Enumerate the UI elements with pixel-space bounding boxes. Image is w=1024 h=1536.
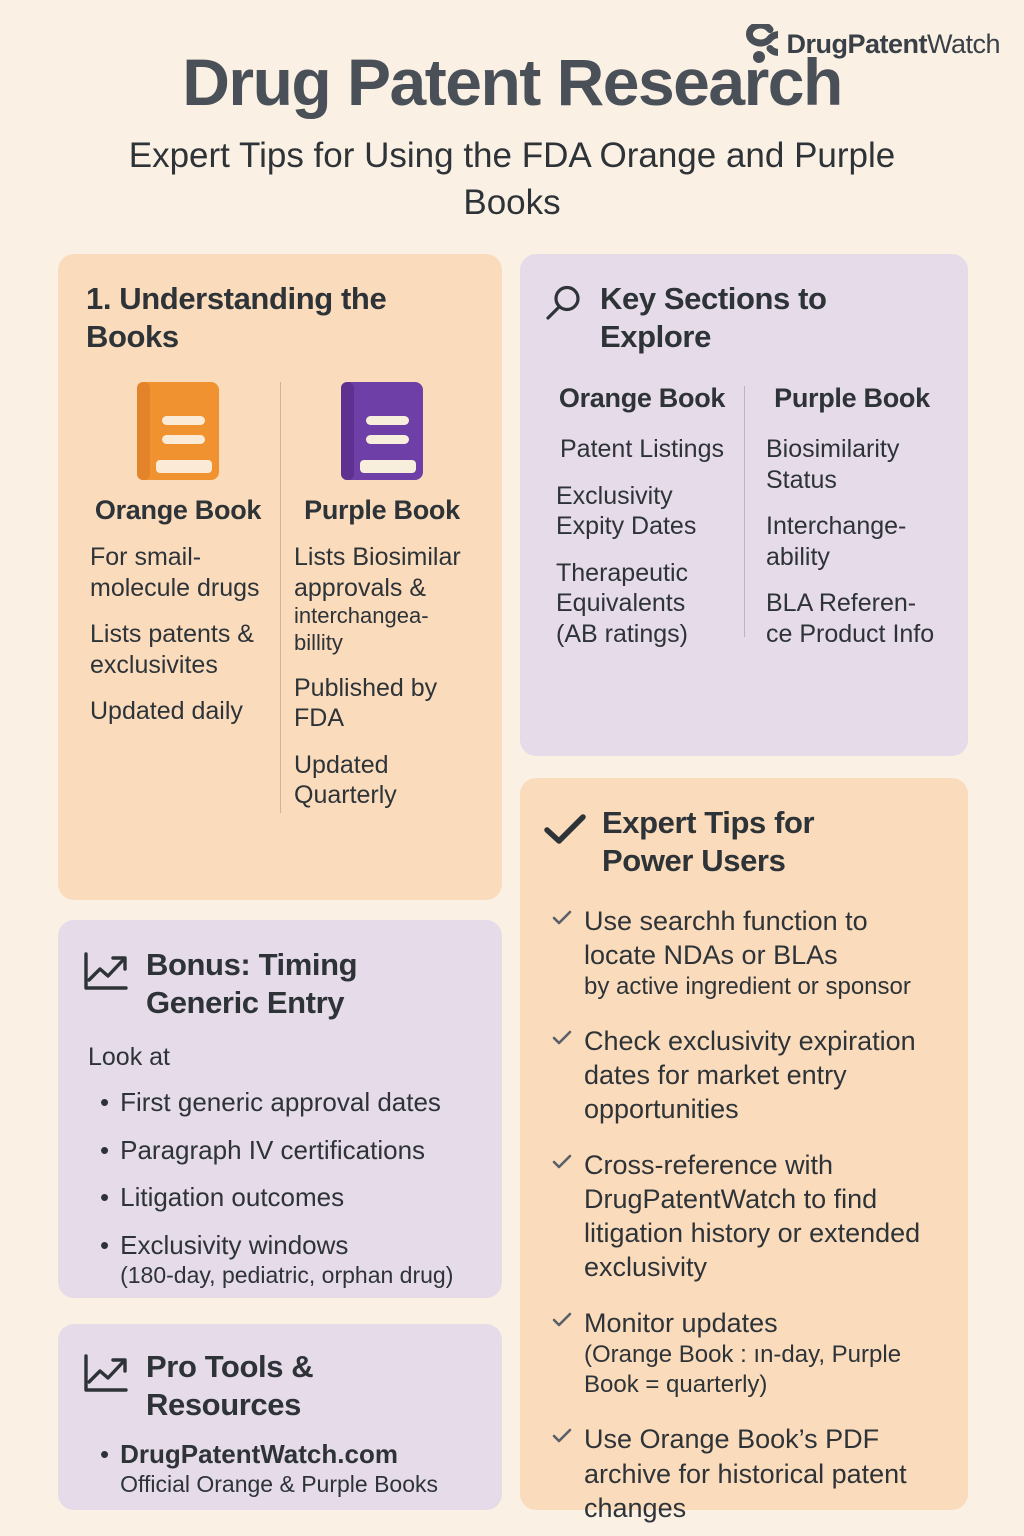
drugpatentwatch-logo-icon: [746, 24, 779, 63]
orange-book-fact: For smail-molecule drugs: [90, 543, 260, 602]
list-item-label: Litigation outcomes: [120, 1182, 345, 1213]
list-item-label: Monitor updates (Orange Book : ın-day, P…: [584, 1306, 946, 1400]
bullet-icon: •: [100, 1182, 110, 1213]
books-comparison: Orange Book For smail-molecule drugs Lis…: [76, 380, 484, 827]
orange-book-section: Therapeutic Equivalents (AB ratings): [556, 558, 689, 648]
trending-up-icon: [84, 1354, 128, 1392]
check-bullet-icon: [552, 1154, 572, 1169]
card-title-pro-tools: Pro Tools & Resources: [146, 1349, 314, 1422]
purple-book-section: Interchange-ability: [766, 512, 907, 571]
page-title: Drug Patent Research: [182, 45, 843, 119]
list-item: • Paragraph IV certifications: [100, 1134, 478, 1167]
purple-book-heading: Purple Book: [304, 494, 460, 525]
key-sections-orange-column: Orange Book Patent Listings Exclusivity …: [550, 382, 744, 665]
list-item-label: Check exclusivity expiration dates for m…: [584, 1025, 916, 1124]
page-subtitle: Expert Tips for Using the FDA Orange and…: [128, 136, 896, 222]
magnifier-icon: [546, 285, 580, 320]
list-item-label: Exclusivity windows (180-day, pediatric,…: [120, 1229, 453, 1290]
list-item-label: Use Orange Book’s PDF archive for histor…: [584, 1424, 907, 1523]
card-expert-tips: Expert Tips for Power Users Use searchh …: [520, 778, 968, 1523]
list-item-label: Use searchh function to locate NDAs or B…: [584, 904, 946, 1002]
bullet-icon: •: [100, 1229, 110, 1260]
column-divider: [280, 381, 281, 813]
purple-book-section: BLA Referen-ce Product Info: [766, 589, 935, 648]
list-item-label: First generic approval dates: [120, 1087, 441, 1118]
list-item-subtext: (Orange Book : ın-day, Purple Book = qua…: [584, 1341, 902, 1399]
orange-book-fact: Updated daily: [90, 697, 243, 726]
bullet-icon: •: [100, 1087, 110, 1118]
orange-book-column: Orange Book For smail-molecule drugs Lis…: [76, 380, 280, 827]
list-item: Cross-reference with DrugPatentWatch to …: [552, 1148, 946, 1284]
purple-book-icon: [341, 381, 423, 480]
card-bonus-timing: Bonus: Timing Generic Entry Look at • Fi…: [58, 920, 502, 1298]
list-item-text: Exclusivity windows: [120, 1229, 349, 1260]
list-item-label: Cross-reference with DrugPatentWatch to …: [584, 1149, 921, 1282]
card-title-understanding: 1. Understanding the Books: [86, 281, 387, 354]
pro-tools-header: Pro Tools & Resources: [82, 1348, 478, 1424]
purple-book-heading: Purple Book: [774, 382, 930, 413]
check-bullet-icon: [552, 1312, 572, 1327]
bonus-header: Bonus: Timing Generic Entry: [82, 946, 478, 1022]
list-item-label: Paragraph IV certifications: [120, 1134, 426, 1165]
card-title-expert-tips: Expert Tips for Power Users: [602, 805, 815, 878]
brand-name: DrugPatentWatch: [786, 29, 1000, 60]
card-understanding-the-books: 1. Understanding the Books Orange Book F…: [58, 254, 502, 900]
purple-book-section: Biosimilarity Status: [766, 435, 900, 494]
orange-book-section: Exclusivity Expity Dates: [556, 481, 697, 541]
purple-book-fact: Updated Quarterly: [294, 750, 397, 810]
list-item: Check exclusivity expiration dates for m…: [552, 1024, 946, 1126]
check-bullet-icon: [552, 1030, 572, 1045]
card-key-sections: Key Sections to Explore Orange Book Pate…: [520, 254, 968, 756]
orange-book-fact: Lists patents & exclusivites: [90, 620, 254, 679]
key-sections-purple-column: Purple Book Biosimilarity Status Interch…: [744, 382, 938, 665]
card-pro-tools: Pro Tools & Resources • DrugPatentWatch.…: [58, 1324, 502, 1510]
orange-book-icon: [137, 381, 219, 480]
list-item-text: Monitor updates: [584, 1308, 778, 1338]
orange-book-heading: Orange Book: [558, 382, 726, 413]
list-item: • First generic approval dates: [100, 1086, 478, 1119]
key-sections-header: Key Sections to Explore: [542, 280, 946, 356]
card-title-bonus: Bonus: Timing Generic Entry: [146, 947, 358, 1020]
purple-book-column: Purple Book Lists Biosimilar approvals &…: [280, 380, 484, 827]
orange-book-section: Patent Listings: [560, 435, 724, 464]
purple-book-fact: interchangea-billity: [294, 603, 429, 655]
bullet-icon: •: [100, 1134, 110, 1165]
key-sections-comparison: Orange Book Patent Listings Exclusivity …: [542, 382, 946, 665]
check-bullet-icon: [552, 1429, 572, 1443]
bonus-list: • First generic approval dates • Paragra…: [82, 1086, 478, 1290]
list-item: • Exclusivity windows (180-day, pediatri…: [100, 1229, 478, 1290]
list-item-label: DrugPatentWatch.com Official Orange & Pu…: [120, 1438, 438, 1499]
brand-name-light: Watch: [926, 28, 1001, 59]
list-item: Monitor updates (Orange Book : ın-day, P…: [552, 1306, 946, 1400]
trending-up-icon: [84, 952, 128, 990]
bonus-intro: Look at: [88, 1042, 171, 1071]
list-item: • Litigation outcomes: [100, 1181, 478, 1214]
checkmark-icon: [544, 814, 586, 844]
purple-book-fact: Published by FDA: [294, 673, 438, 733]
list-item: Use searchh function to locate NDAs or B…: [552, 904, 946, 1002]
list-item[interactable]: • DrugPatentWatch.com Official Orange & …: [100, 1438, 478, 1499]
brand-name-bold: DrugPatent: [786, 28, 927, 59]
list-item: Use Orange Book’s PDF archive for histor…: [552, 1422, 946, 1524]
check-bullet-icon: [552, 910, 572, 924]
expert-tips-list: Use searchh function to locate NDAs or B…: [542, 904, 946, 1525]
pro-tools-list: • DrugPatentWatch.com Official Orange & …: [82, 1438, 478, 1499]
purple-book-fact: Lists Biosimilar approvals &: [294, 543, 461, 602]
pro-tools-subtext: Official Orange & Purple Books: [120, 1471, 439, 1498]
orange-book-heading: Orange Book: [94, 494, 262, 525]
brand-logo: DrugPatentWatch: [744, 24, 1001, 64]
column-divider: [744, 385, 745, 638]
expert-tips-header: Expert Tips for Power Users: [542, 804, 946, 880]
card-title-key-sections: Key Sections to Explore: [600, 281, 827, 354]
list-item-subtext: (180-day, pediatric, orphan drug): [120, 1262, 454, 1289]
list-item-text: Use searchh function to locate NDAs or B…: [584, 905, 868, 970]
list-item-subtext: by active ingredient or sponsor: [584, 972, 911, 1000]
bullet-icon: •: [100, 1438, 110, 1469]
pro-tools-link[interactable]: DrugPatentWatch.com: [120, 1438, 398, 1469]
